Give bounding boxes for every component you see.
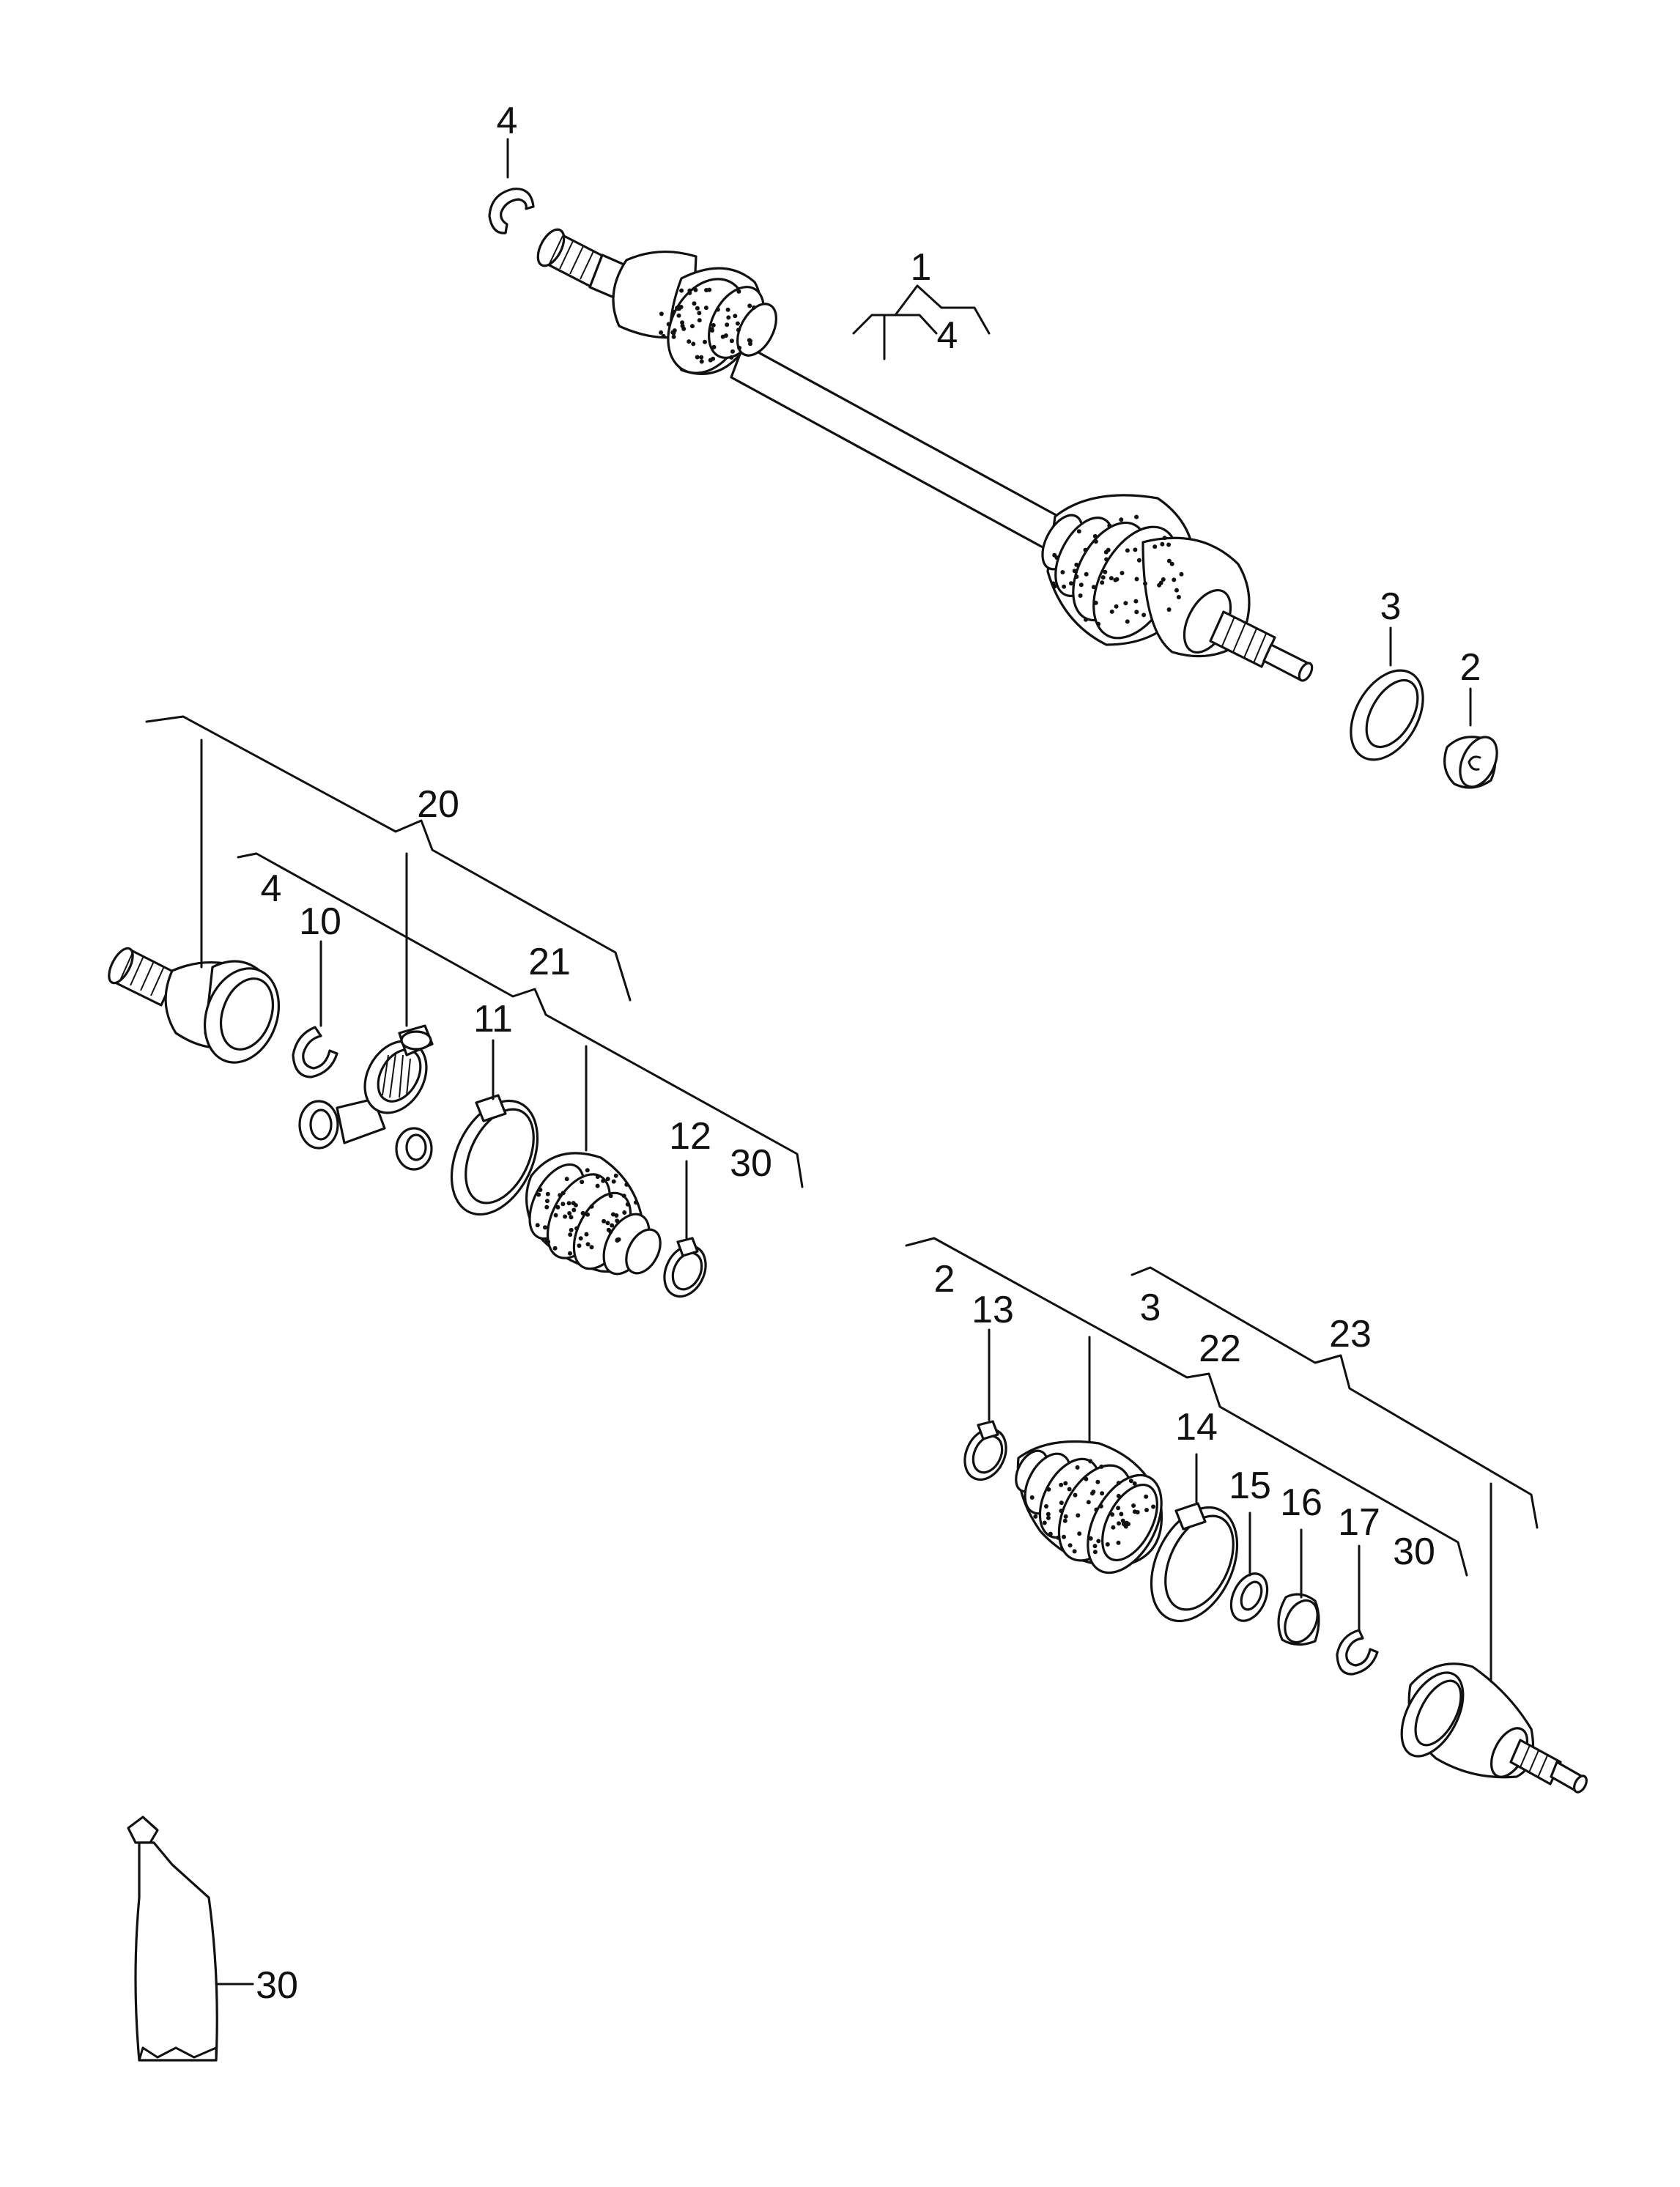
seal-ring-part — [1350, 669, 1424, 761]
callout-14: 14 — [1175, 1406, 1218, 1448]
callout-4-mid: 4 — [261, 867, 282, 910]
callout-30-mid: 30 — [730, 1142, 772, 1185]
spacer-part — [1277, 1593, 1320, 1646]
callout-4-shaft: 4 — [937, 314, 958, 357]
callout-2-right: 2 — [934, 1258, 955, 1300]
grease-tube-part — [127, 1816, 254, 2062]
circlip-part — [488, 188, 535, 234]
boot-clamp-small — [963, 1420, 1007, 1481]
callout-30-right: 30 — [1393, 1531, 1435, 1573]
callout-21: 21 — [528, 941, 571, 983]
callout-23: 23 — [1329, 1313, 1372, 1355]
drive-shaft-assembly — [488, 138, 1498, 789]
outer-joint-part — [1400, 1662, 1588, 1794]
inner-joint-kit — [108, 715, 804, 1298]
callout-17: 17 — [1338, 1501, 1380, 1544]
boot-stipple-texture — [535, 287, 1184, 1555]
boot-clamp-large — [450, 1094, 539, 1216]
callout-13: 13 — [972, 1289, 1014, 1331]
boot-clamp-small — [663, 1237, 707, 1298]
inner-boot-part — [525, 1152, 662, 1276]
callout-22: 22 — [1199, 1328, 1241, 1370]
callout-20: 20 — [417, 783, 459, 826]
callout-12: 12 — [669, 1115, 711, 1158]
outer-joint-bell — [1141, 536, 1314, 682]
callout-30-tube: 30 — [256, 1964, 298, 2007]
callout-3-top: 3 — [1380, 585, 1402, 628]
callout-15: 15 — [1229, 1465, 1271, 1507]
callout-10: 10 — [299, 900, 341, 943]
callout-11: 11 — [473, 998, 513, 1040]
circlip-part — [1336, 1629, 1379, 1676]
callout-4-top: 4 — [497, 100, 518, 142]
circlip-part — [292, 1026, 338, 1078]
inner-joint-housing — [203, 960, 281, 1064]
callout-3-right: 3 — [1140, 1287, 1161, 1329]
tripod-roller-part — [298, 1024, 434, 1171]
part-callouts: 4 1 4 3 2 20 4 10 21 11 12 30 2 13 3 22 … — [256, 100, 1481, 2007]
boot-clamp-large — [1150, 1502, 1239, 1623]
washer-part — [1229, 1572, 1269, 1622]
callout-1: 1 — [911, 246, 932, 289]
outer-boot-part — [1015, 1440, 1163, 1574]
callout-2-top: 2 — [1460, 646, 1481, 689]
outer-joint-kit — [905, 1237, 1588, 1794]
bush-part — [1443, 736, 1498, 789]
callout-16: 16 — [1280, 1481, 1322, 1524]
